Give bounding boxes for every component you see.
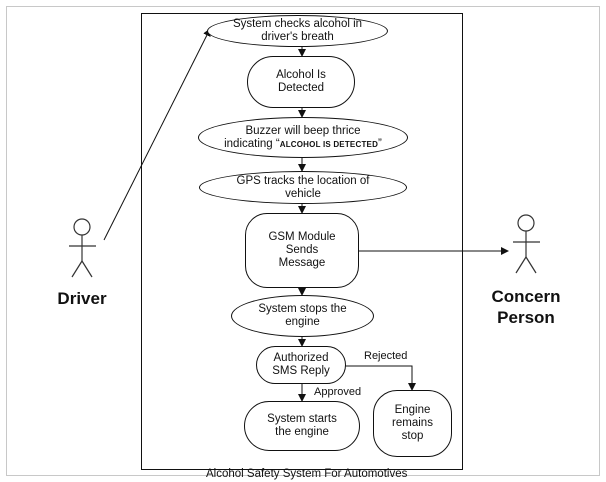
buzzer-emphasis: ALCOHOL IS DETECTED [279, 139, 379, 149]
driver-association-arrow [103, 28, 211, 241]
system-caption: Alcohol Safety System For Automotives [206, 468, 408, 480]
use-case-start-engine: System starts the engine [244, 401, 360, 451]
diagram-frame [6, 6, 600, 476]
buzzer-line-1: Buzzer will beep thrice [245, 124, 361, 137]
driver-actor-label: Driver [57, 289, 107, 308]
concern-person-actor-label: Concern Person [491, 287, 561, 327]
use-case-engine-remains-stop: Engine remains stop [373, 390, 452, 457]
approved-label: Approved [314, 386, 362, 398]
system-boundary [141, 13, 463, 470]
use-case-stop-engine: System stops the engine [231, 295, 374, 337]
use-case-buzzer: Buzzer will beep thrice indicating “ALCO… [198, 117, 408, 158]
buzzer-prefix: indicating “ [224, 137, 280, 150]
use-case-gsm-module: GSM Module Sends Message [245, 213, 359, 288]
arrow-sms-to-engine-stop [345, 365, 416, 391]
buzzer-line-2: indicating “ALCOHOL IS DETECTED” [224, 138, 382, 151]
use-case-alcohol-detected: Alcohol Is Detected [247, 56, 355, 108]
concern-person-actor-figure [513, 214, 540, 274]
buzzer-suffix: ” [378, 137, 382, 150]
use-case-check-alcohol: System checks alcohol in driver's breath [207, 15, 388, 47]
driver-actor-figure [69, 218, 96, 278]
use-case-sms-reply: Authorized SMS Reply [256, 346, 346, 384]
rejected-label: Rejected [364, 350, 408, 362]
use-case-gps: GPS tracks the location of vehicle [199, 171, 407, 204]
